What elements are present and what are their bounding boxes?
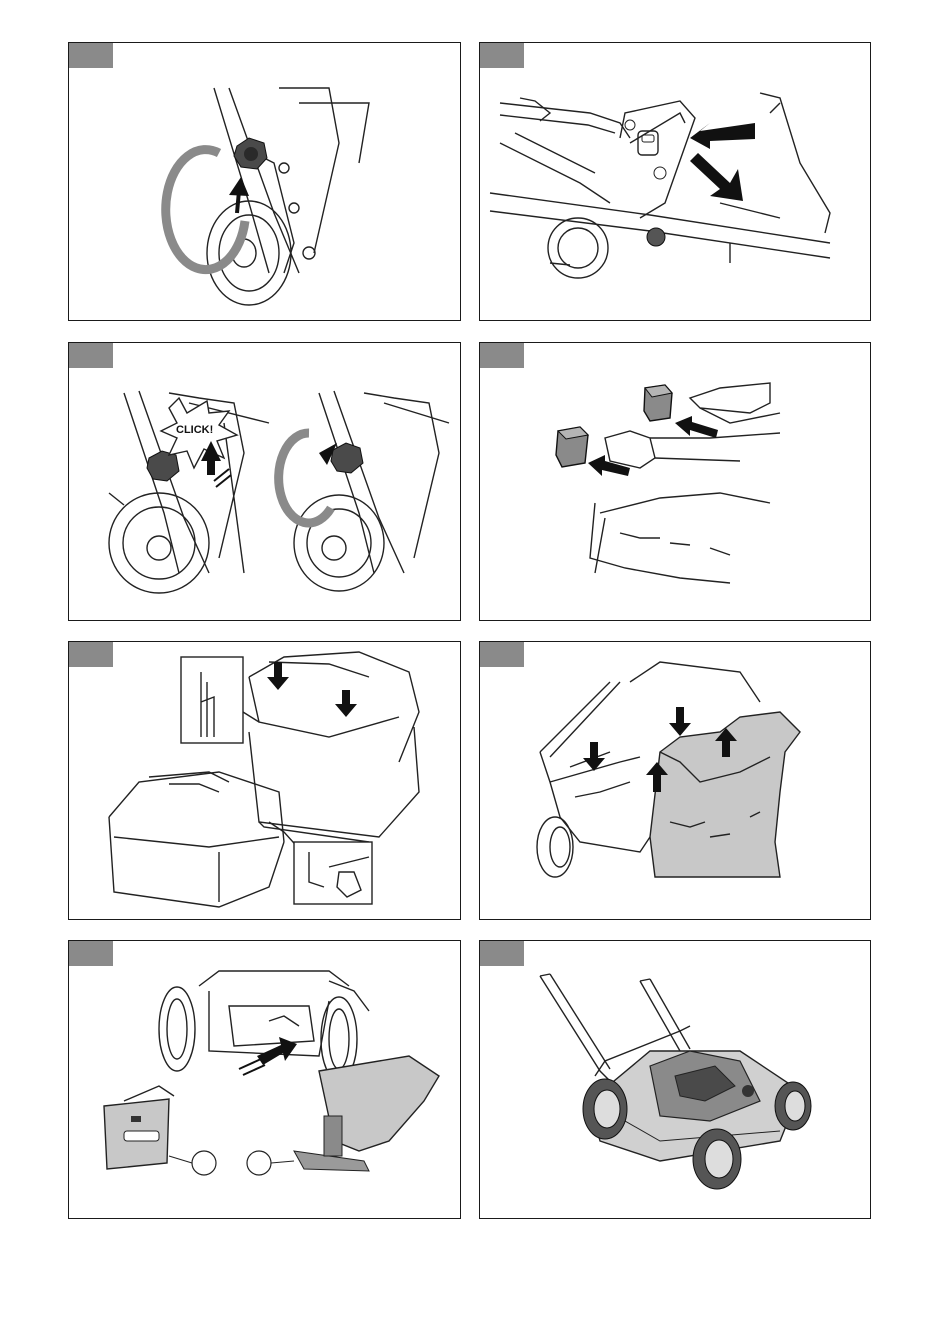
wheel [693,1129,741,1189]
handle-bolt-illustration [480,43,872,322]
rotation-ring [279,433,331,523]
figure-panel-3: CLICK! [68,342,461,621]
mulch-plug-illustration [69,941,462,1220]
plug-insert-illustration [480,343,872,622]
knob-rotate-illustration [69,43,462,322]
click-lock-illustration: CLICK! [69,343,462,622]
bag-attach-illustration [480,642,872,921]
wheel [775,1082,811,1130]
plug-left [556,427,588,467]
reference-circle [247,1151,271,1175]
press-arrow [267,662,289,690]
bag-assembly-illustration [69,642,462,921]
insert-arrow [675,416,718,438]
discharge-deflector [294,1056,439,1171]
assembled-mower-illustration [480,941,872,1220]
insert-arrow [257,1037,297,1065]
figure-panel-6 [479,641,871,920]
detail-inset [181,657,243,743]
rotation-ring [166,150,245,270]
detail-inset [294,842,372,904]
knob [234,138,267,169]
press-arrow [669,707,691,736]
figure-panel-7 [68,940,461,1219]
click-callout: CLICK! [176,424,213,436]
brand-emblem [742,1085,754,1097]
rotate-arrow [229,177,249,196]
figure-panel-2 [479,42,871,321]
figure-panel-5 [68,641,461,920]
insert-arrow [690,153,743,201]
press-arrow [335,690,357,717]
insert-arrow [690,123,755,149]
wheel [583,1079,627,1139]
mulch-plug [104,1086,174,1169]
plug-right [644,385,672,421]
figure-panel-4 [479,342,871,621]
figure-panel-8 [479,940,871,1219]
figure-panel-1 [68,42,461,321]
reference-circle [192,1151,216,1175]
